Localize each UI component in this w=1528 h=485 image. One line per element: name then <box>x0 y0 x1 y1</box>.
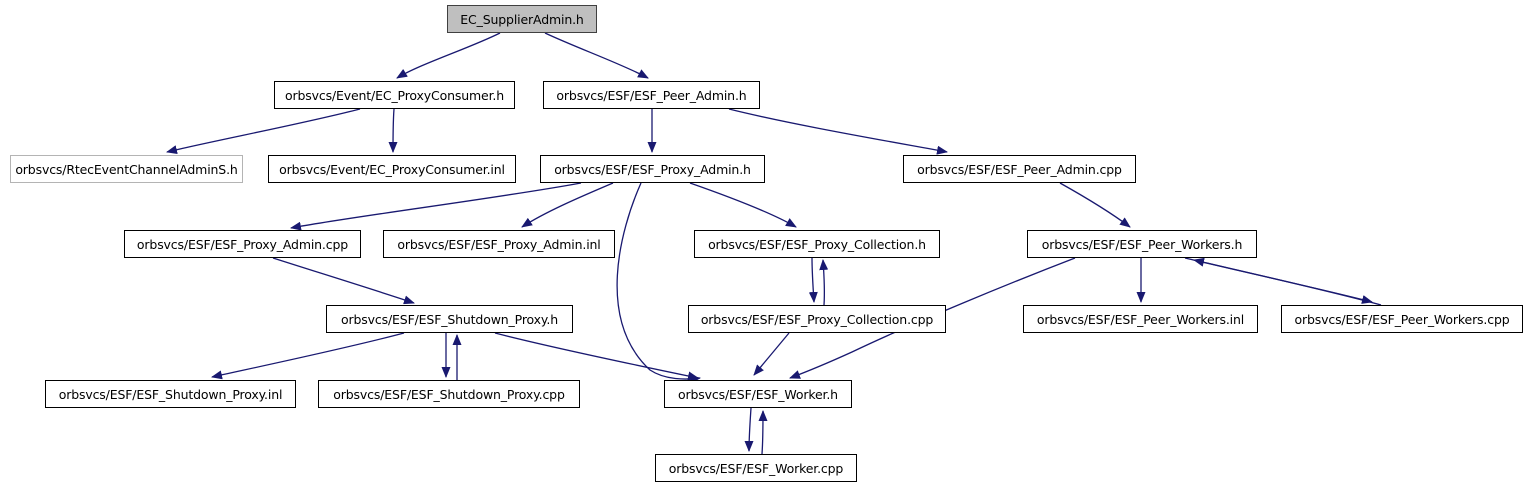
graph-edge-n0-to-n1 <box>396 32 501 79</box>
graph-edge-n17-to-n18 <box>744 407 754 452</box>
graph-edge-n5-to-n7 <box>290 182 582 231</box>
graph-node-label: orbsvcs/RtecEventChannelAdminS.h <box>15 161 238 177</box>
graph-node-n12[interactable]: orbsvcs/ESF/ESF_Proxy_Collection.cpp <box>688 305 946 333</box>
graph-node-n16[interactable]: orbsvcs/ESF/ESF_Shutdown_Proxy.cpp <box>318 380 580 408</box>
graph-node-n0[interactable]: EC_SupplierAdmin.h <box>447 5 597 33</box>
graph-edge-n7-to-n11 <box>272 257 415 305</box>
graph-node-label: orbsvcs/ESF/ESF_Proxy_Admin.inl <box>397 236 601 252</box>
graph-node-n4[interactable]: orbsvcs/Event/EC_ProxyConsumer.inl <box>268 155 516 183</box>
graph-node-label: orbsvcs/ESF/ESF_Proxy_Admin.h <box>554 161 751 177</box>
graph-node-label: orbsvcs/ESF/ESF_Proxy_Admin.cpp <box>136 236 349 252</box>
graph-node-label: orbsvcs/ESF/ESF_Shutdown_Proxy.inl <box>58 386 283 402</box>
graph-edge-n18-to-n17 <box>758 410 768 455</box>
graph-edge-n6-to-n10 <box>1059 182 1131 228</box>
graph-node-n13[interactable]: orbsvcs/ESF/ESF_Peer_Workers.inl <box>1023 305 1258 333</box>
graph-edge-n10-to-n17 <box>789 257 1076 379</box>
graph-node-label: orbsvcs/Event/EC_ProxyConsumer.h <box>284 87 505 103</box>
graph-node-label: orbsvcs/ESF/ESF_Worker.cpp <box>668 460 844 476</box>
graph-node-n14[interactable]: orbsvcs/ESF/ESF_Peer_Workers.cpp <box>1281 305 1523 333</box>
graph-node-label: orbsvcs/ESF/ESF_Peer_Admin.cpp <box>917 161 1122 177</box>
graph-edge-n14-to-n10 <box>1193 257 1382 306</box>
graph-node-label: orbsvcs/ESF/ESF_Peer_Workers.h <box>1041 236 1243 252</box>
graph-node-label: orbsvcs/ESF/ESF_Proxy_Collection.cpp <box>700 311 934 327</box>
graph-node-n6[interactable]: orbsvcs/ESF/ESF_Peer_Admin.cpp <box>903 155 1136 183</box>
graph-node-label: orbsvcs/ESF/ESF_Peer_Workers.inl <box>1036 311 1245 327</box>
graph-edge-n5-to-n8 <box>521 182 614 228</box>
graph-node-n18[interactable]: orbsvcs/ESF/ESF_Worker.cpp <box>655 454 857 482</box>
graph-node-label: orbsvcs/Event/EC_ProxyConsumer.inl <box>279 161 505 177</box>
graph-edge-n11-to-n15 <box>211 332 405 380</box>
graph-node-n1[interactable]: orbsvcs/Event/EC_ProxyConsumer.h <box>274 81 515 109</box>
graph-edge-n0-to-n2 <box>544 32 649 79</box>
graph-node-label: orbsvcs/ESF/ESF_Shutdown_Proxy.h <box>341 311 558 327</box>
graph-edge-n9-to-n12 <box>808 257 818 303</box>
graph-node-label: orbsvcs/ESF/ESF_Shutdown_Proxy.cpp <box>333 386 565 402</box>
graph-edge-n1-to-n4 <box>388 108 398 153</box>
graph-node-n2[interactable]: orbsvcs/ESF/ESF_Peer_Admin.h <box>543 81 760 109</box>
graph-edge-n11-to-n17 <box>494 332 699 381</box>
graph-node-n11[interactable]: orbsvcs/ESF/ESF_Shutdown_Proxy.h <box>326 305 573 333</box>
graph-edge-n12-to-n9 <box>819 259 829 306</box>
graph-node-n5[interactable]: orbsvcs/ESF/ESF_Proxy_Admin.h <box>540 155 765 183</box>
graph-node-label: orbsvcs/ESF/ESF_Proxy_Collection.h <box>708 236 926 252</box>
graph-edge-n12-to-n17 <box>753 332 790 376</box>
graph-edge-n5-to-n17 <box>616 182 701 384</box>
graph-node-n3[interactable]: orbsvcs/RtecEventChannelAdminS.h <box>10 155 243 183</box>
graph-node-label: EC_SupplierAdmin.h <box>460 11 584 27</box>
graph-node-n17[interactable]: orbsvcs/ESF/ESF_Worker.h <box>664 380 852 408</box>
graph-node-n9[interactable]: orbsvcs/ESF/ESF_Proxy_Collection.h <box>694 230 940 258</box>
graph-node-label: orbsvcs/ESF/ESF_Peer_Admin.h <box>556 87 747 103</box>
graph-edge-n1-to-n3 <box>166 108 361 154</box>
graph-node-n10[interactable]: orbsvcs/ESF/ESF_Peer_Workers.h <box>1027 230 1257 258</box>
graph-node-n8[interactable]: orbsvcs/ESF/ESF_Proxy_Admin.inl <box>383 230 615 258</box>
graph-node-n15[interactable]: orbsvcs/ESF/ESF_Shutdown_Proxy.inl <box>45 380 296 408</box>
graph-edge-n5-to-n9 <box>689 182 797 228</box>
graph-node-label: orbsvcs/ESF/ESF_Worker.h <box>678 386 838 402</box>
graph-edge-n2-to-n6 <box>728 108 948 155</box>
graph-node-label: orbsvcs/ESF/ESF_Peer_Workers.cpp <box>1294 311 1510 327</box>
graph-node-n7[interactable]: orbsvcs/ESF/ESF_Proxy_Admin.cpp <box>124 230 361 258</box>
